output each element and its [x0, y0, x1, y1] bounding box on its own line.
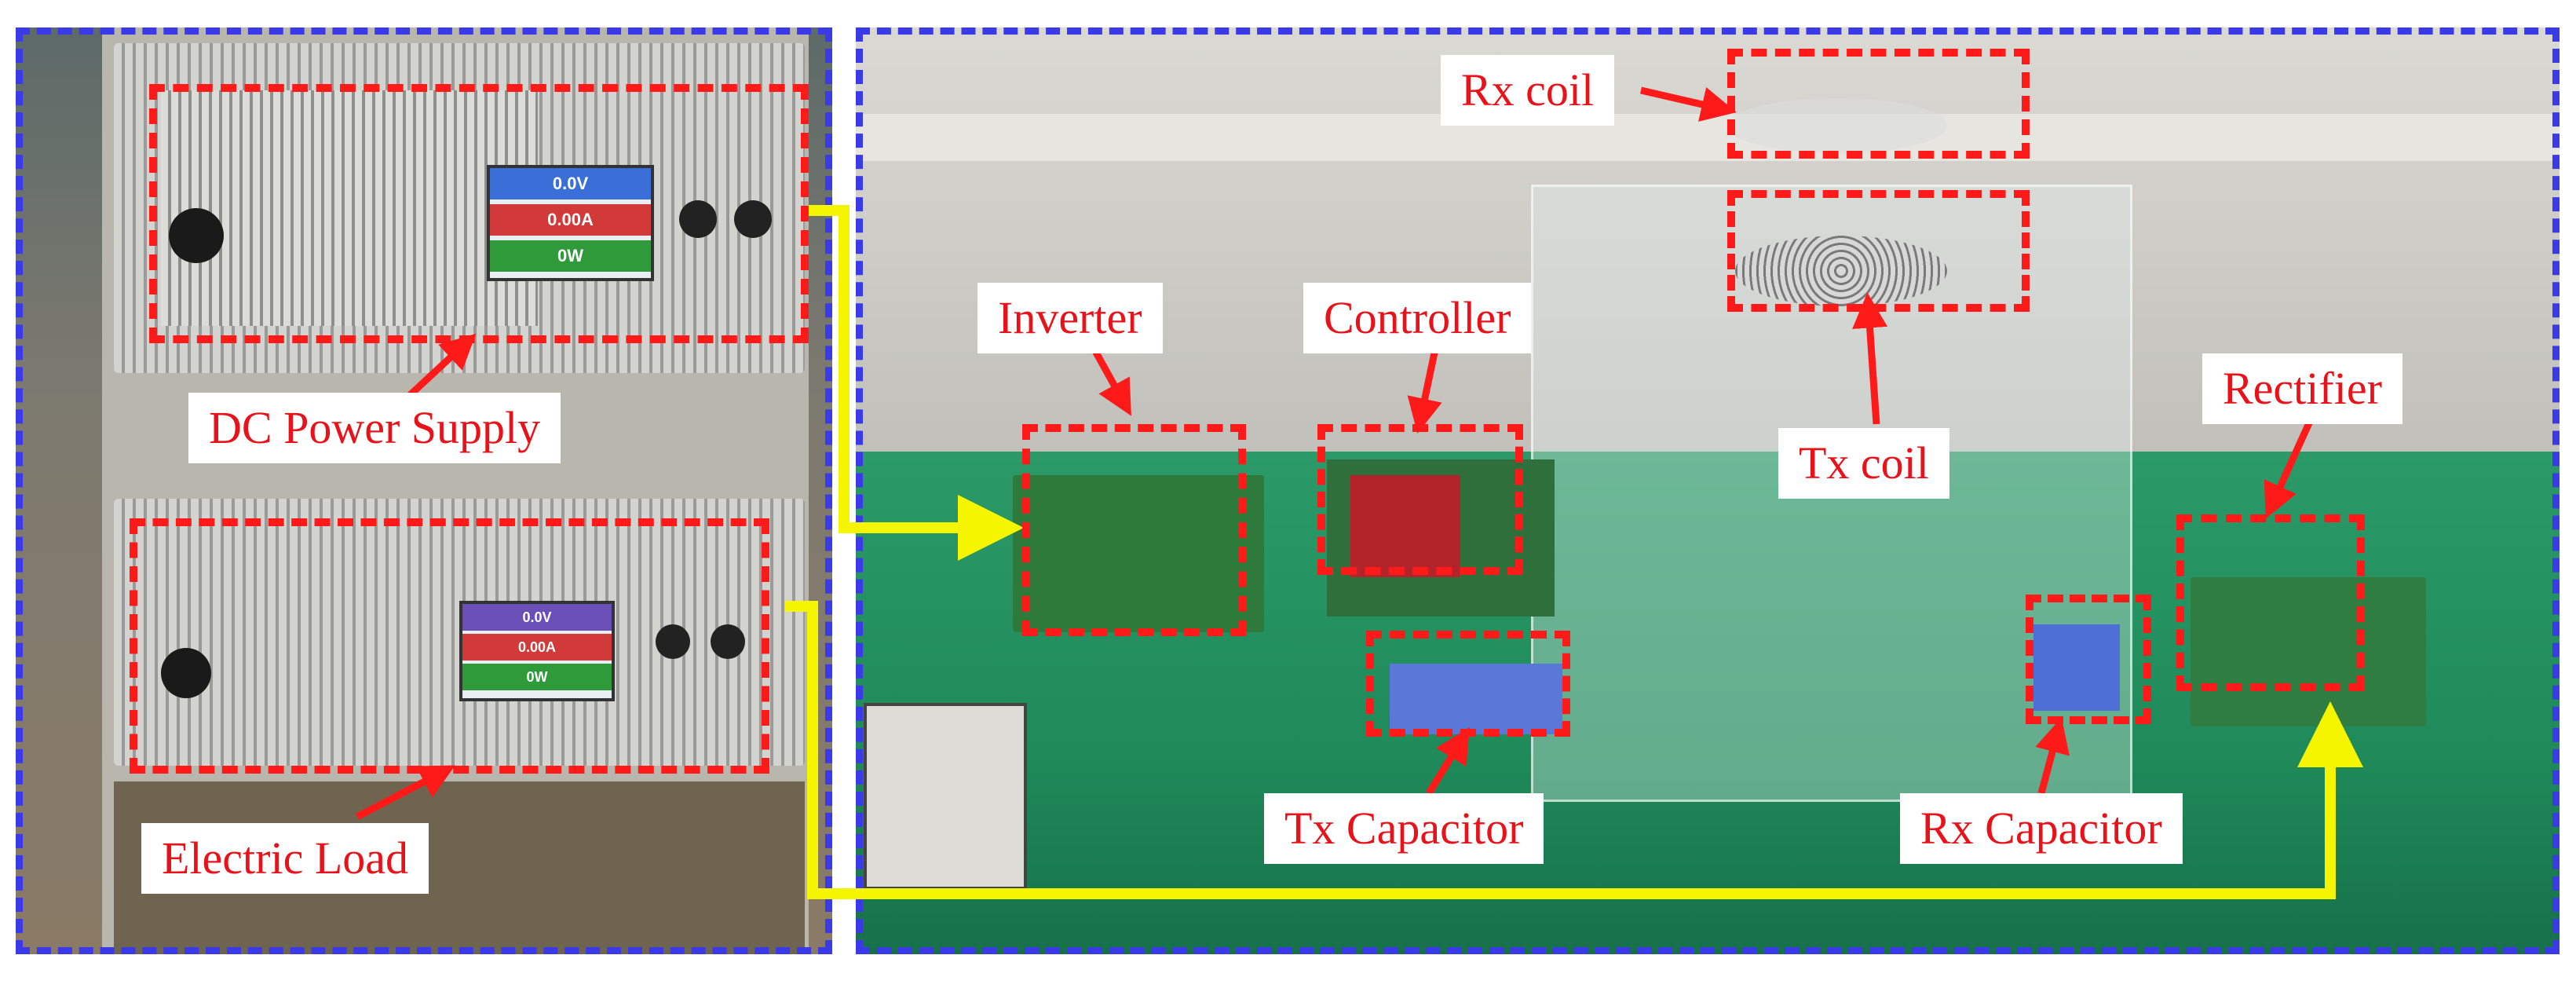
arrow-rectifier — [2264, 415, 2316, 519]
arrow-tx-capacitor — [1426, 726, 1470, 796]
box-inverter — [1022, 424, 1246, 636]
psu-power-readout: 0W — [490, 240, 651, 272]
box-controller — [1317, 424, 1523, 575]
arrow-controller — [1407, 341, 1442, 434]
psu-display: 0.0V 0.00A 0W — [487, 165, 654, 281]
box-rx-capacitor — [2026, 595, 2151, 724]
right-photo-panel — [856, 27, 2560, 954]
rx-coil-disc — [1727, 98, 1947, 153]
tx-capacitor-bank — [1390, 664, 1562, 734]
psu-front-plate — [161, 90, 538, 326]
electric-load-unit: 0.0V 0.00A 0W — [114, 499, 805, 766]
psu-voltage-readout: 0.0V — [490, 168, 651, 199]
load-power-switch — [161, 648, 211, 698]
yellow-wire-rectifier-to-load — [785, 601, 2363, 899]
label-rectifier: Rectifier — [2202, 353, 2402, 424]
left-photo-panel: 0.0V 0.00A 0W 0.0V 0.00A 0W — [16, 27, 832, 954]
psu-power-switch — [169, 208, 224, 263]
rx-capacitor-bank — [2033, 624, 2120, 711]
label-electric-load: Electric Load — [141, 823, 429, 894]
load-current-readout: 0.00A — [462, 634, 612, 660]
box-dc-power-supply — [149, 84, 809, 343]
label-dc-power-supply: DC Power Supply — [188, 393, 561, 463]
box-tx-capacitor — [1366, 631, 1570, 737]
box-tx-coil — [1727, 190, 2030, 312]
box-electric-load — [130, 518, 769, 774]
arrow-rx-capacitor — [2035, 717, 2070, 795]
arrow-dc-power-supply — [405, 333, 477, 400]
load-voltage-readout: 0.0V — [462, 604, 612, 631]
load-knob-right — [711, 624, 745, 659]
label-inverter: Inverter — [977, 283, 1163, 353]
shelf-top — [856, 114, 2560, 161]
load-knob-left — [656, 624, 690, 659]
load-display: 0.0V 0.00A 0W — [459, 601, 615, 701]
controller-board — [1327, 459, 1555, 617]
label-tx-capacitor: Tx Capacitor — [1264, 793, 1544, 864]
label-controller: Controller — [1303, 283, 1532, 353]
tx-coil-disc — [1735, 236, 1947, 306]
psu-knob-right — [734, 200, 772, 238]
dc-power-supply-unit: 0.0V 0.00A 0W — [114, 43, 805, 373]
arrow-inverter — [1088, 342, 1131, 416]
box-rectifier — [2176, 514, 2365, 691]
inverter-board — [1013, 475, 1264, 632]
box-rx-coil — [1727, 49, 2030, 159]
label-tx-coil: Tx coil — [1778, 428, 1949, 499]
label-rx-coil: Rx coil — [1441, 55, 1615, 126]
arrow-rx-coil — [1639, 86, 1737, 122]
controller-mcu — [1350, 475, 1460, 577]
psu-current-readout: 0.00A — [490, 204, 651, 236]
arrow-tx-coil — [1852, 292, 1887, 425]
load-power-readout: 0W — [462, 664, 612, 690]
psu-knob-left — [679, 200, 717, 238]
arrow-electric-load — [355, 765, 455, 820]
yellow-wire-supply-to-inverter — [809, 205, 1024, 561]
label-rx-capacitor: Rx Capacitor — [1900, 793, 2183, 864]
